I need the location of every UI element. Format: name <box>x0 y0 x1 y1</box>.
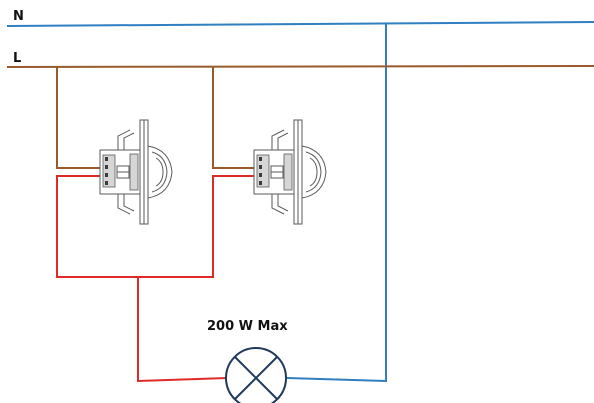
live-wire <box>6 64 594 69</box>
switched-wire-2 <box>212 175 259 278</box>
switched-to-lamp-wire <box>137 276 228 383</box>
switched-wire-1 <box>56 175 214 278</box>
neutral-drop-wire <box>286 23 387 383</box>
live-branch-1 <box>56 66 104 169</box>
live-branch-2 <box>212 66 259 169</box>
load-rating-label: 200 W Max <box>207 319 288 334</box>
neutral-label: N <box>13 9 24 24</box>
lamp-cross-b <box>234 356 278 400</box>
lamp-icon <box>225 347 287 403</box>
live-label: L <box>13 51 21 66</box>
sensor-1 <box>99 119 173 225</box>
neutral-wire <box>6 20 594 28</box>
lamp-circle <box>225 347 287 403</box>
sensor-2 <box>253 119 327 225</box>
